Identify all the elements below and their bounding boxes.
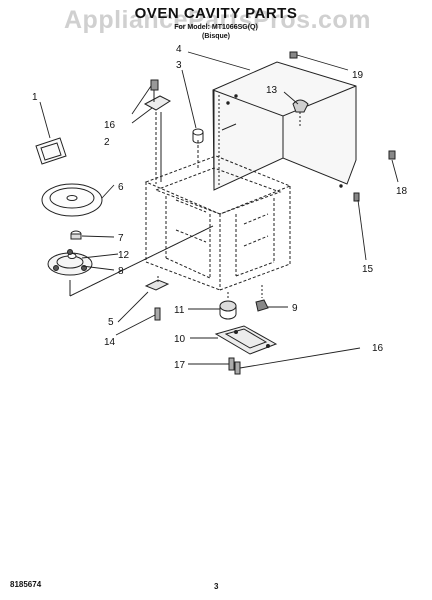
part-9-foot	[255, 285, 269, 312]
page-number: 3	[214, 582, 219, 591]
screw-15	[353, 192, 360, 202]
callout-9: 9	[292, 303, 298, 314]
callout-16-top: 16	[104, 120, 116, 131]
callout-6: 6	[118, 182, 124, 193]
callout-16-bottom: 16	[372, 343, 384, 354]
callout-19: 19	[352, 70, 364, 81]
part-3-spacer	[192, 128, 204, 144]
callout-15: 15	[362, 264, 374, 275]
part-11-motor	[219, 292, 237, 320]
part-6-glass-tray	[41, 183, 103, 217]
callout-12: 12	[118, 250, 130, 261]
callout-11: 11	[174, 305, 185, 316]
part-8-roller-ring	[47, 249, 93, 276]
callout-3: 3	[176, 60, 182, 71]
callout-14: 14	[104, 337, 116, 348]
callout-1: 1	[32, 92, 38, 103]
part-2-bracket	[143, 79, 172, 111]
callout-7: 7	[118, 233, 124, 244]
part-code: 8185674	[10, 580, 42, 589]
variant-label: (Bisque)	[202, 33, 230, 40]
part-7-coupler	[70, 230, 82, 240]
screw-19	[289, 51, 298, 59]
screw-17	[228, 357, 235, 371]
screw-18	[388, 150, 396, 160]
callout-13: 13	[266, 85, 278, 96]
callout-17: 17	[174, 360, 186, 371]
callout-18: 18	[396, 186, 408, 197]
part-10-motor-bracket	[214, 325, 278, 355]
watermark: AppliancePartsPros.com	[64, 6, 371, 34]
callout-2: 2	[104, 137, 110, 148]
callout-4: 4	[176, 44, 182, 55]
page-title: OVEN CAVITY PARTS	[134, 5, 298, 22]
callout-8: 8	[118, 266, 124, 277]
callout-numbers: 1 2 3 4 5 6 7 8 9 10 11 12 13 14 15 16 1…	[32, 44, 408, 371]
part-1-seal-plate	[35, 137, 67, 165]
leader-lines	[39, 51, 399, 369]
callout-5: 5	[108, 317, 114, 328]
oven-cavity	[144, 155, 292, 291]
outer-cabinet-wrapper	[212, 61, 357, 191]
part-5-clip	[144, 275, 170, 321]
model-line: For Model: MT1066SG(Q)	[174, 24, 258, 31]
screw-16-bottom	[234, 361, 241, 375]
callout-10: 10	[174, 334, 186, 345]
header: OVEN CAVITY PARTS For Model: MT1066SG(Q)…	[0, 6, 432, 41]
